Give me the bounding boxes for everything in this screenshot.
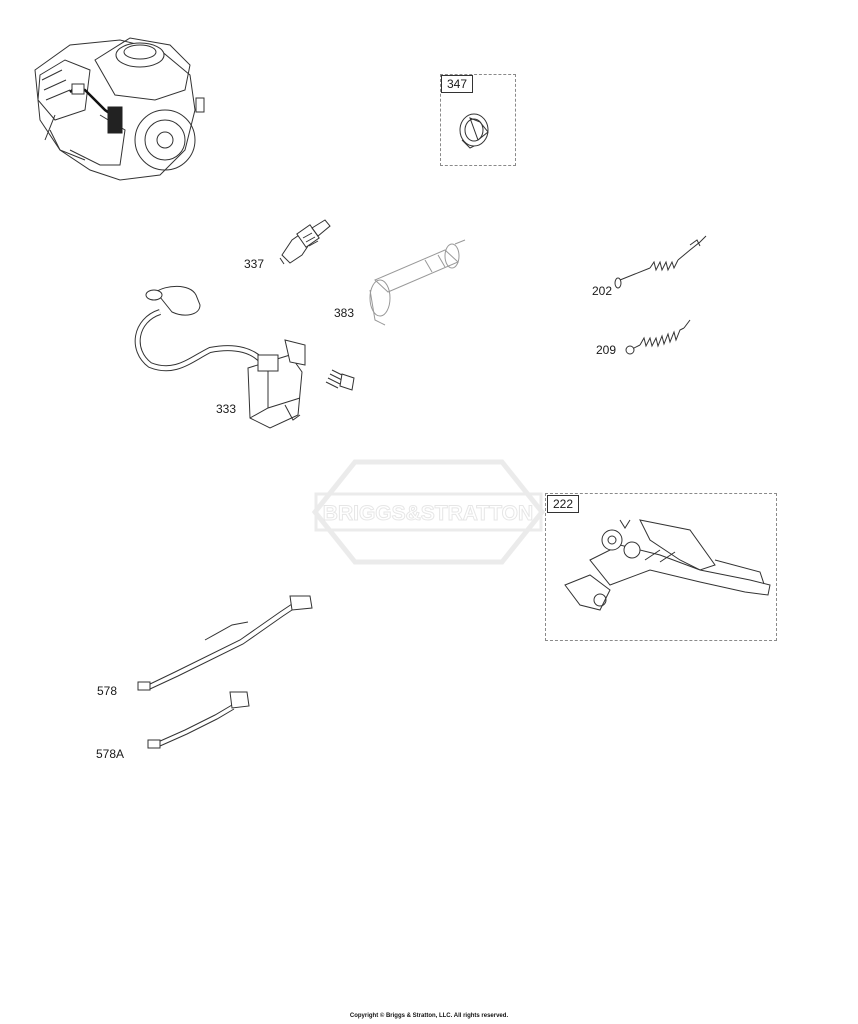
callout-578a[interactable]: 578A	[96, 747, 125, 761]
wire-harness-578a-part	[147, 691, 250, 749]
callout-333[interactable]: 333	[216, 402, 237, 416]
callout-209[interactable]: 209	[596, 343, 617, 357]
spring-pin-part	[369, 239, 466, 326]
callout-383[interactable]: 383	[334, 306, 355, 320]
watermark-logo: BRIGGS&STRATTON	[311, 459, 546, 565]
governor-control-part	[564, 519, 771, 611]
fuel-cap-part	[459, 113, 489, 149]
callout-347[interactable]: 347	[441, 75, 474, 93]
part-347-group-box	[440, 74, 516, 166]
copyright-notice: Copyright © Briggs & Stratton, LLC. All …	[349, 1013, 509, 1019]
callout-337[interactable]: 337	[244, 257, 265, 271]
callout-578[interactable]: 578	[97, 684, 118, 698]
wire-harness-578-part	[137, 595, 313, 691]
engine-illustration	[34, 37, 205, 181]
part-222-group-box	[545, 493, 777, 641]
spring-209-part	[625, 319, 691, 355]
bolt-part	[325, 369, 355, 391]
spring-202-part	[614, 235, 707, 289]
watermark-text: BRIGGS&STRATTON	[323, 502, 533, 525]
callout-222[interactable]: 222	[547, 495, 580, 513]
ignition-coil-part	[134, 285, 306, 429]
callout-202[interactable]: 202	[592, 284, 613, 298]
spark-plug-part	[279, 219, 331, 265]
